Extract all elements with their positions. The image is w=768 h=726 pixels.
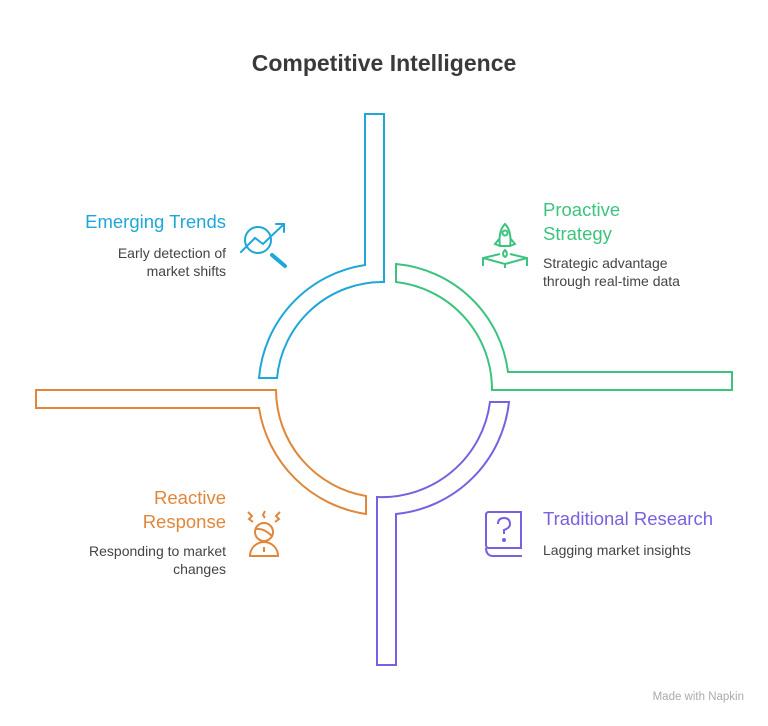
- rocket-launch-icon: [482, 222, 528, 268]
- item-title: Proactive: [543, 199, 621, 220]
- question-book-icon: [485, 511, 522, 557]
- item-proactive-strategy: Proactive Strategy Strategic advantage t…: [543, 198, 680, 290]
- trend-search-icon: [240, 223, 287, 268]
- segment-reactive-response: [35, 389, 367, 516]
- item-desc: through real-time data: [543, 273, 680, 289]
- item-emerging-trends: Emerging Trends Early detection of marke…: [85, 210, 226, 280]
- item-reactive-response: Reactive Response Responding to market c…: [89, 486, 226, 578]
- item-desc: Strategic advantage: [543, 255, 668, 271]
- item-title: Reactive: [154, 487, 226, 508]
- segment-proactive-strategy: [395, 262, 733, 391]
- item-desc: Responding to market: [89, 543, 226, 559]
- item-desc: market shifts: [146, 263, 226, 279]
- watermark: Made with Napkin: [652, 691, 744, 703]
- item-title: Strategy: [543, 223, 612, 244]
- item-title: Traditional Research: [543, 508, 714, 529]
- diagram-title: Competitive Intelligence: [251, 50, 517, 76]
- segment-emerging-trends: [257, 113, 385, 379]
- item-desc: Early detection of: [117, 245, 226, 261]
- item-traditional-research: Traditional Research Lagging market insi…: [543, 507, 713, 559]
- stressed-person-icon: [247, 510, 281, 557]
- item-desc: changes: [173, 561, 226, 577]
- segment-traditional-research: [376, 401, 511, 666]
- item-title: Response: [142, 511, 226, 532]
- item-title: Emerging Trends: [85, 211, 226, 232]
- item-desc: Lagging market insights: [543, 542, 691, 558]
